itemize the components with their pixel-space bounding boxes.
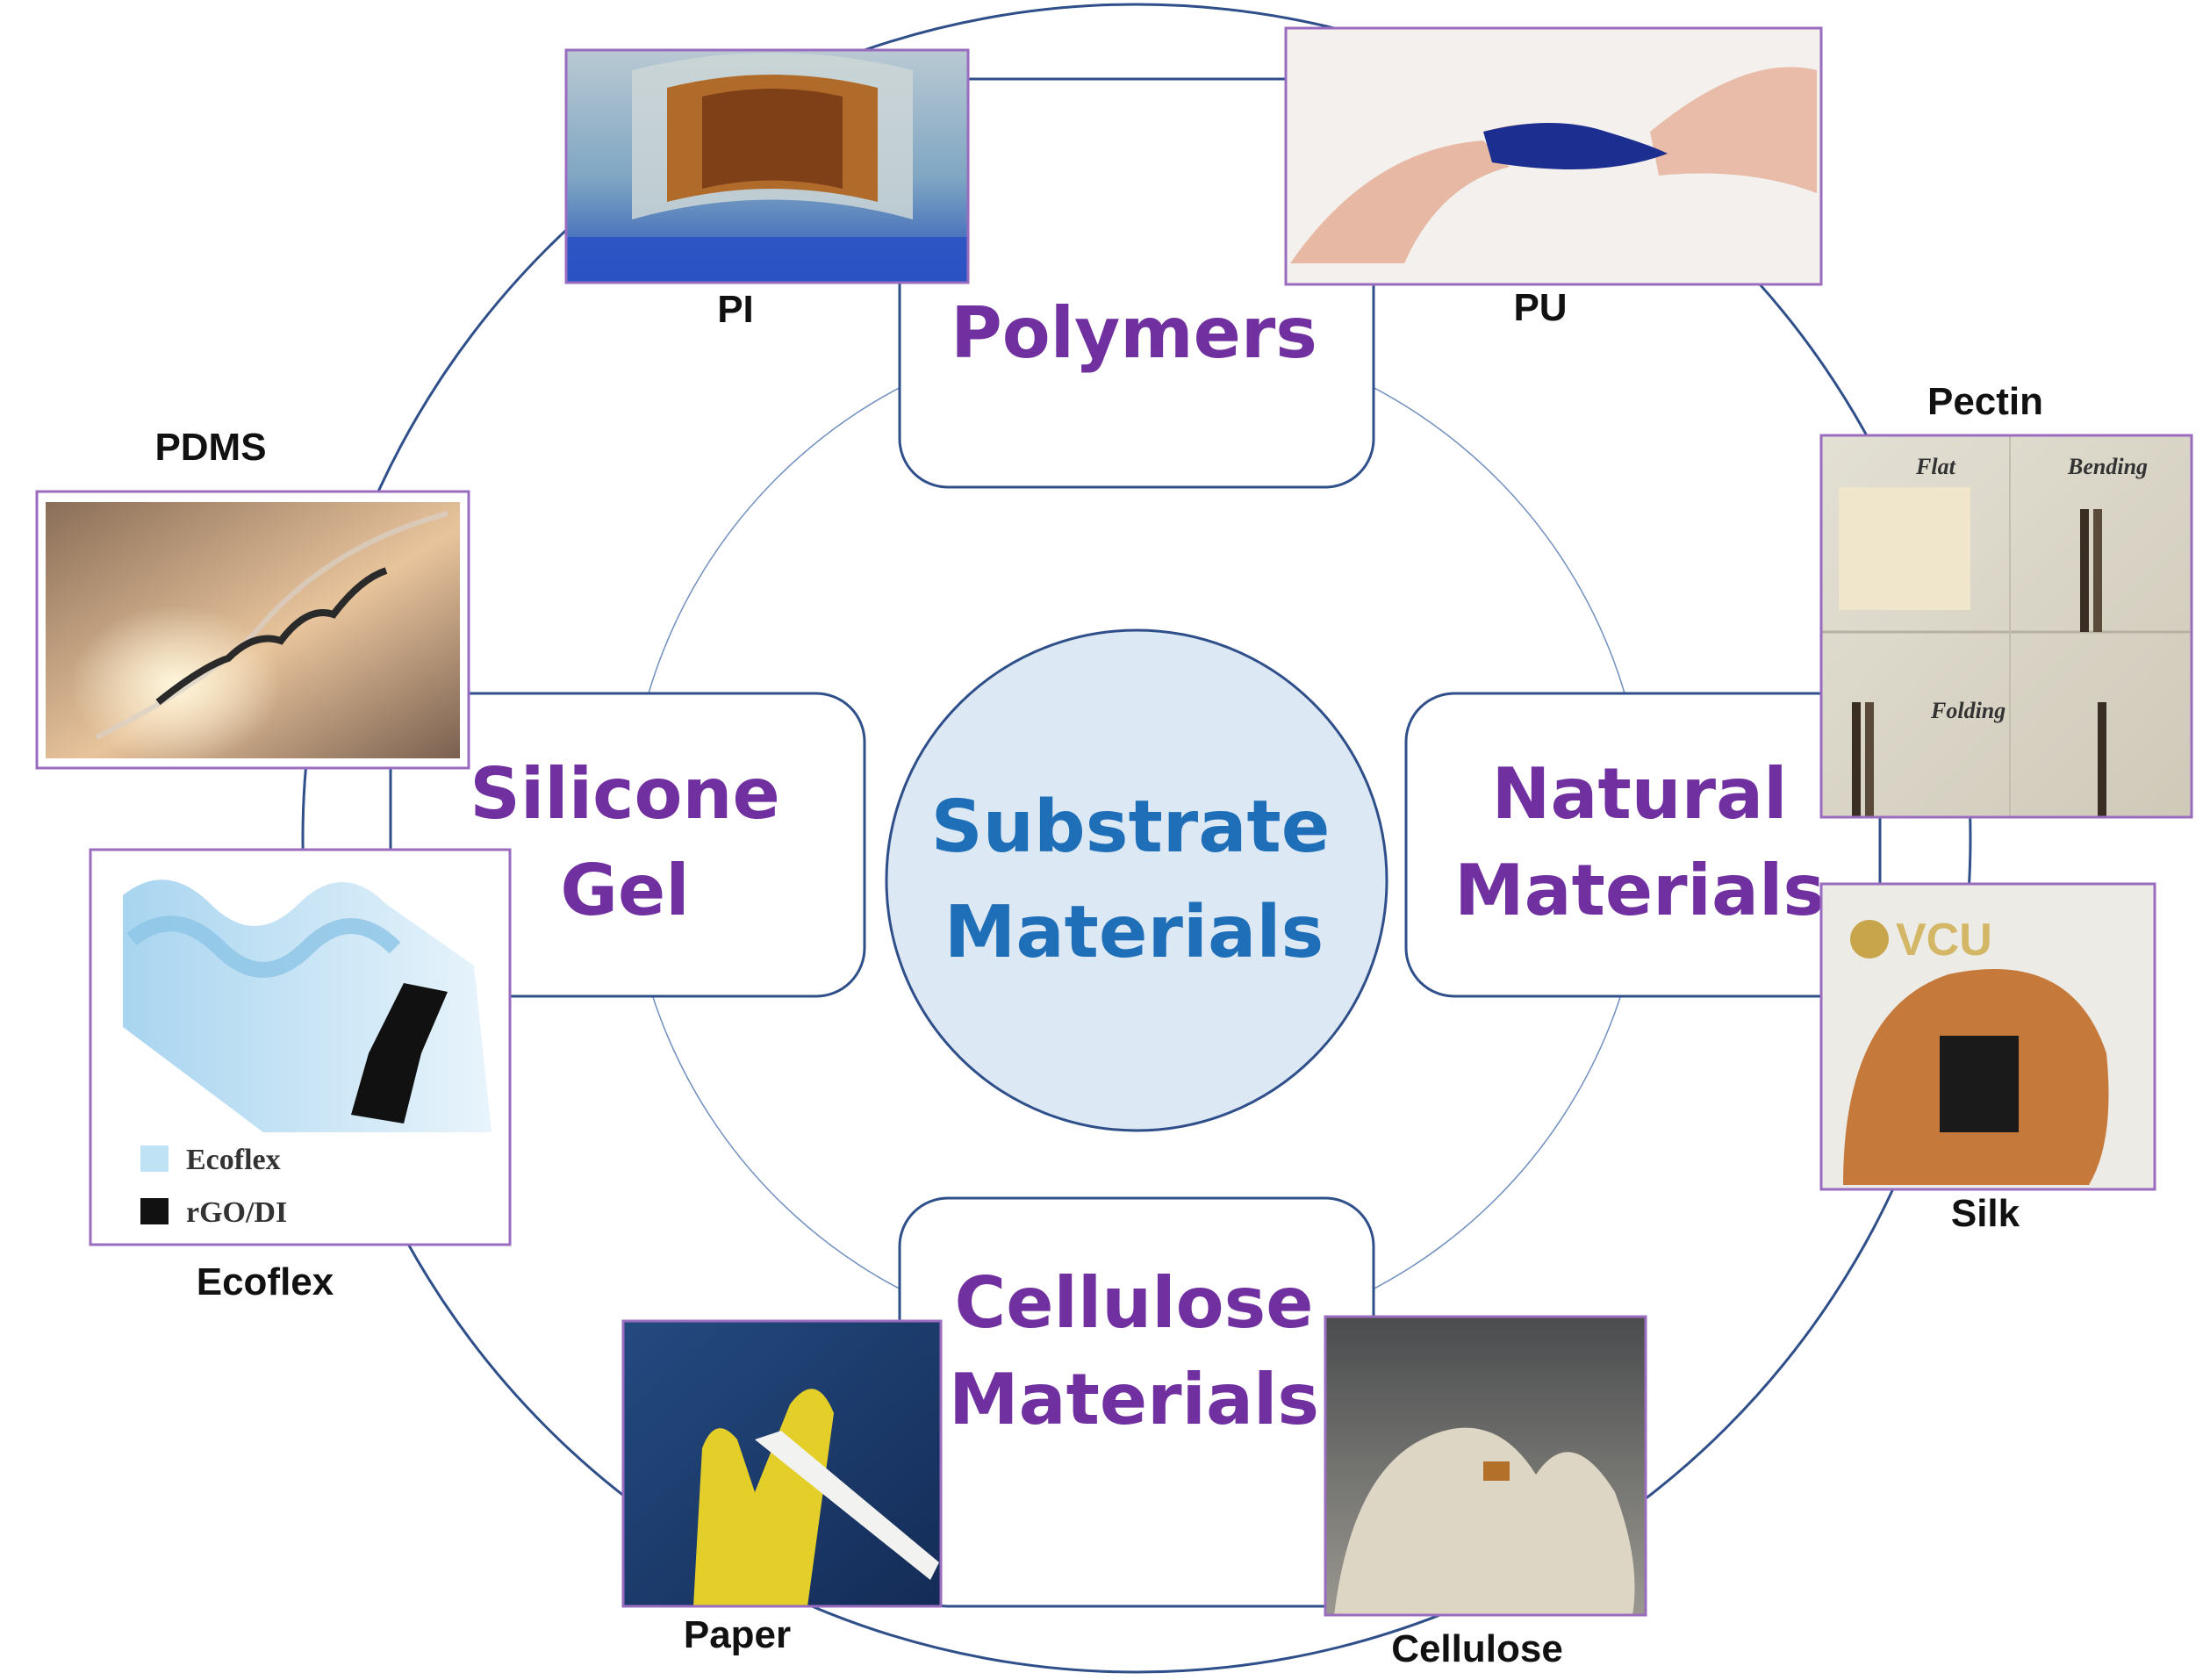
photo-cellulose <box>1324 1315 1647 1617</box>
center-circle: Substrate Materials <box>885 628 1388 1132</box>
ecoflex-legend-ecoflex: Ecoflex <box>186 1144 281 1176</box>
category-box-natural-materials: Natural Materials <box>1404 692 1882 998</box>
photo-pu <box>1284 26 1823 286</box>
photo-label-ecoflex: Ecoflex <box>197 1260 334 1303</box>
photo-paper <box>621 1319 943 1608</box>
ecoflex-legend-rgo: rGO/DI <box>186 1196 287 1229</box>
ecoflex-legend-swatch-rgo <box>140 1198 169 1224</box>
photo-ecoflex: Ecoflex rGO/DI <box>89 848 512 1246</box>
category-label-natural-line2: Materials <box>1454 850 1825 931</box>
category-label-cellulose-line2: Materials <box>949 1359 1319 1440</box>
photo-label-pdms: PDMS <box>154 426 266 469</box>
photo-label-cellulose: Cellulose <box>1391 1627 1563 1670</box>
photo-pdms <box>35 490 470 770</box>
category-label-silicone-line2: Gel <box>560 850 689 931</box>
photo-label-silk: Silk <box>1951 1192 2020 1235</box>
center-label-line1: Substrate <box>931 786 1331 869</box>
category-box-cellulose-materials: Cellulose Materials <box>898 1196 1375 1608</box>
pectin-tag-flat: Flat <box>1915 454 1956 479</box>
category-label-silicone-line1: Silicone <box>470 753 779 835</box>
photo-label-paper: Paper <box>684 1613 791 1656</box>
pectin-tag-bending: Bending <box>2067 454 2148 479</box>
silk-logo-text: VCU <box>1896 915 1992 966</box>
photo-silk: VCU <box>1819 882 2156 1191</box>
category-label-natural-line1: Natural <box>1492 753 1788 835</box>
pectin-tag-folding: Folding <box>1930 698 2006 723</box>
category-box-polymers: Polymers <box>898 77 1375 489</box>
outer-ring <box>301 3 1972 1674</box>
photo-label-pu: PU <box>1513 286 1567 329</box>
photo-label-pectin: Pectin <box>1927 380 2043 423</box>
ecoflex-legend-swatch-ecoflex <box>140 1145 169 1172</box>
photo-pectin: Flat Bending Folding <box>1819 434 2193 819</box>
photo-pi <box>564 48 970 284</box>
photo-label-pi: PI <box>717 288 754 331</box>
category-label-polymers: Polymers <box>951 292 1317 374</box>
center-label-line2: Materials <box>944 891 1324 974</box>
category-label-cellulose-line1: Cellulose <box>954 1262 1313 1344</box>
